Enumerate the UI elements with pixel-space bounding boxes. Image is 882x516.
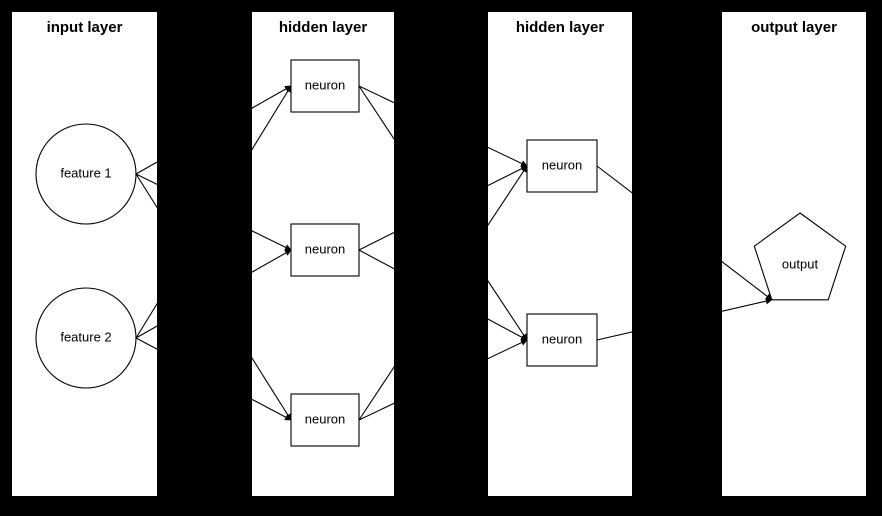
output-node-pentagon[interactable]: [753, 212, 847, 301]
node-label: feature 1: [60, 165, 111, 180]
layer-panel-input: [12, 12, 157, 496]
panel-gap-1: [157, 0, 252, 516]
layer-title-hidden2: hidden layer: [515, 19, 605, 36]
layer-title-hidden1: hidden layer: [278, 19, 368, 36]
layer-title-input: input layer: [46, 19, 123, 36]
input-node-circle[interactable]: [35, 123, 137, 225]
input-node-circle[interactable]: [35, 287, 137, 389]
node-label: output: [782, 256, 819, 271]
neuron-node-box[interactable]: [290, 59, 360, 113]
node-label: neuron: [542, 157, 582, 172]
node-label: neuron: [305, 77, 345, 92]
node-label: neuron: [305, 241, 345, 256]
node-label: neuron: [305, 411, 345, 426]
neuron-node-box[interactable]: [290, 223, 360, 277]
node-label: neuron: [542, 331, 582, 346]
layer-title-output: output layer: [751, 19, 837, 36]
panel-gap-3: [632, 0, 722, 516]
node-label: feature 2: [60, 329, 111, 344]
node-group: feature 1 feature 2 neuron neuron neuron neur…: [35, 59, 847, 447]
neuron-node-box[interactable]: [526, 313, 598, 367]
panel-gap-2: [394, 0, 488, 516]
layer-panel-hidden2: [488, 12, 632, 496]
neuron-node-box[interactable]: [526, 139, 598, 193]
neuron-node-box[interactable]: [290, 393, 360, 447]
